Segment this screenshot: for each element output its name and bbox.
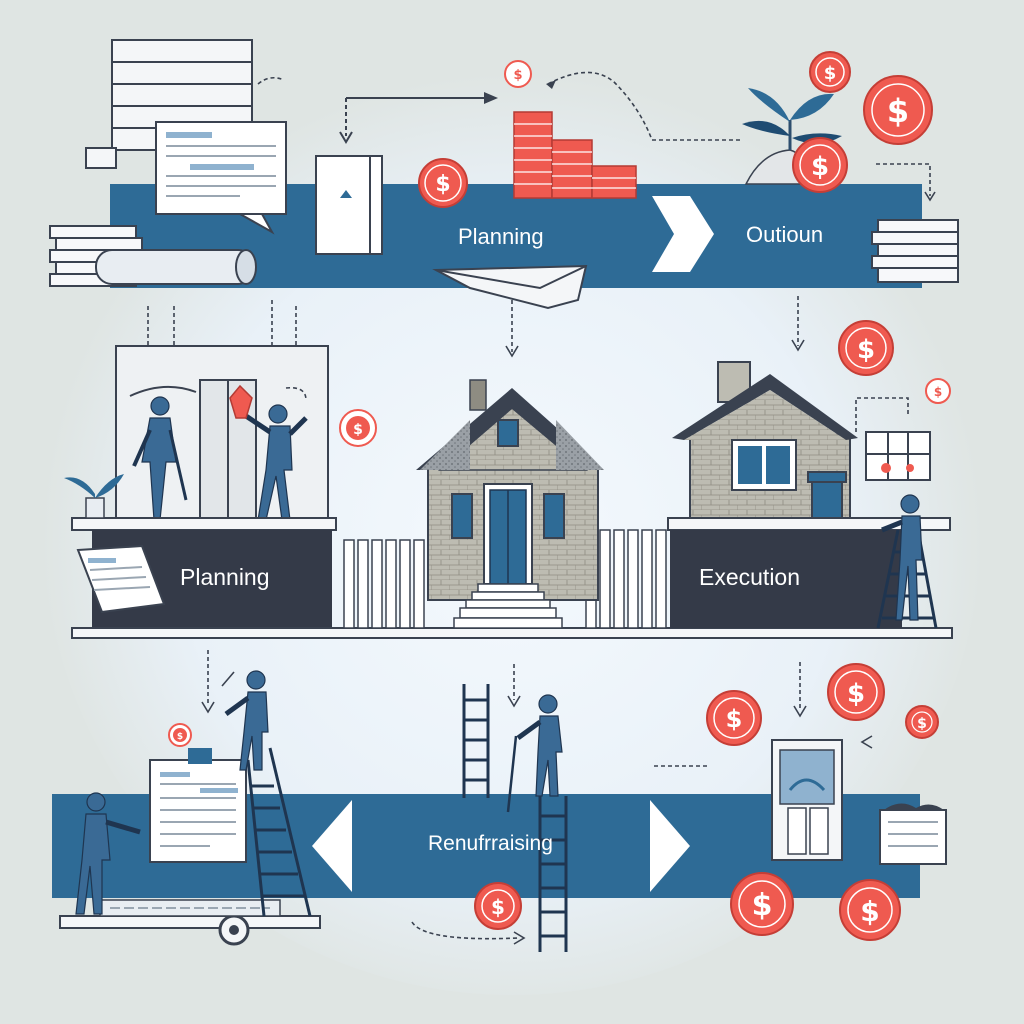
arrow-left-icon: [312, 800, 352, 892]
coin-icon: $: [504, 60, 532, 88]
label-planning-middle: Planning: [180, 564, 270, 590]
coin-icon: $: [730, 872, 794, 936]
tool-icon: [229, 384, 253, 419]
house-icon: [672, 361, 858, 531]
coin-icon: $: [905, 705, 939, 739]
svg-text:$: $: [917, 716, 927, 732]
plant-icon: [64, 474, 124, 519]
coin-icon: $: [838, 320, 894, 376]
document-icon: [155, 121, 287, 235]
floor-line: [71, 627, 953, 639]
svg-text:$: $: [934, 385, 942, 399]
book-icon: [315, 155, 383, 255]
kiosk-icon: [771, 739, 843, 861]
person-icon: [132, 396, 188, 521]
house-icon: [416, 379, 604, 629]
label-execution: Execution: [699, 564, 801, 590]
coin-icon: $: [474, 882, 522, 930]
label-outioun: Outioun: [746, 222, 824, 247]
svg-text:$: $: [177, 732, 183, 742]
svg-text:$: $: [811, 152, 829, 182]
svg-text:$: $: [824, 63, 837, 84]
svg-text:$: $: [491, 895, 505, 919]
coin-icon: $: [827, 663, 885, 721]
coin-icon: $: [863, 75, 933, 145]
svg-text:$: $: [513, 68, 522, 83]
svg-text:$: $: [752, 888, 773, 923]
svg-text:$: $: [353, 422, 363, 438]
window-box: [855, 397, 931, 481]
person-icon: [244, 404, 308, 521]
coin-icon: $: [418, 158, 468, 208]
person-icon: [75, 792, 141, 915]
person-icon: [506, 694, 563, 813]
svg-text:$: $: [847, 679, 865, 709]
coin-icon: $: [792, 137, 848, 193]
coin-icon: $: [809, 51, 851, 93]
svg-text:$: $: [857, 335, 875, 365]
person-icon: [881, 494, 923, 621]
arrow-right-icon: [652, 196, 714, 272]
ladder-icon: [462, 684, 490, 798]
folded-paper: [432, 264, 588, 310]
coin-icon: $: [706, 690, 762, 746]
person-icon: [224, 670, 269, 771]
cart: [59, 899, 321, 946]
bar-stack-icon: [513, 111, 637, 199]
ladder-icon: [538, 796, 568, 952]
paper-stack: [49, 225, 257, 287]
svg-text:$: $: [726, 705, 743, 733]
coin-icon: $: [339, 409, 377, 447]
panel-execution: [670, 530, 902, 628]
document-icon: [76, 544, 166, 614]
paper-stack: [871, 219, 959, 283]
label-renufrraising: Renufrraising: [428, 832, 553, 855]
coin-icon: $: [925, 378, 951, 404]
svg-text:$: $: [860, 895, 879, 928]
paper-tray: [879, 803, 947, 865]
svg-text:$: $: [435, 172, 450, 197]
arrow-right-icon: [650, 800, 690, 892]
svg-text:$: $: [887, 92, 909, 130]
ladder-icon: [246, 747, 312, 917]
label-planning-top: Planning: [458, 224, 544, 249]
whiteboard: [149, 748, 247, 863]
coin-icon: $: [839, 879, 901, 941]
coin-icon: $: [168, 723, 192, 747]
